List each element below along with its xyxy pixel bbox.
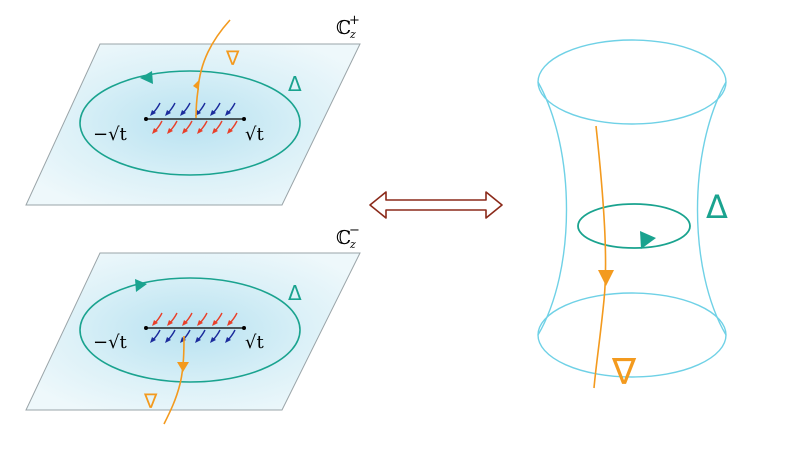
bottom-delta-label: Δ [288,281,302,305]
hyperboloid-left-side [537,81,568,336]
top-delta-contour [79,70,301,176]
top-left-branch-point [144,117,148,121]
top-plane-panel: ∇ Δ −√t √t ℂ z + [25,13,361,206]
hyperboloid-right-side [696,81,727,336]
hyperboloid-nabla-label: ∇ [611,352,637,393]
hyperboloid-delta-arrowhead [640,231,656,249]
bottom-right-point-label: √t [245,332,264,353]
top-delta-arrowhead [140,71,153,84]
bottom-red-arrowheads [152,320,233,326]
top-nabla-arrowhead [193,80,199,90]
top-delta-label: Δ [288,72,302,96]
top-nabla-contour [195,19,231,119]
top-right-point-label: √t [245,124,264,145]
top-plane-label: ℂ [336,17,351,39]
bottom-plane-label: ℂ [336,227,351,249]
bottom-nabla-label: ∇ [143,389,158,413]
bottom-plane-sub: z [349,238,356,251]
bottom-right-branch-point [242,326,246,330]
hyperboloid-nabla-path [593,125,607,389]
bottom-blue-arrowheads [150,337,231,343]
bottom-nabla-contour [163,335,185,425]
hyperboloid-delta-cycle [577,203,691,249]
bottom-left-point-label: −√t [93,332,128,353]
top-red-arrowheads [152,128,233,134]
hyperboloid-delta-label: Δ [706,188,728,226]
double-arrow-icon [369,191,503,219]
bottom-delta-arrowhead [135,279,147,292]
top-left-point-label: −√t [93,124,128,145]
hyperboloid-surface: Δ ∇ [537,39,728,393]
bottom-plane-panel: ∇ Δ −√t √t ℂ z − [25,223,361,425]
hyperboloid-nabla-arrowhead [598,270,614,286]
top-blue-arrowheads [150,110,231,116]
bottom-nabla-arrowhead [177,362,189,372]
top-plane-sub: z [349,28,356,41]
bottom-plane-sup: − [349,223,360,238]
bottom-left-branch-point [144,326,148,330]
top-right-branch-point [242,117,246,121]
top-plane-sup: + [349,13,360,28]
hyperboloid-top-rim [537,39,727,125]
top-nabla-label: ∇ [225,46,240,70]
